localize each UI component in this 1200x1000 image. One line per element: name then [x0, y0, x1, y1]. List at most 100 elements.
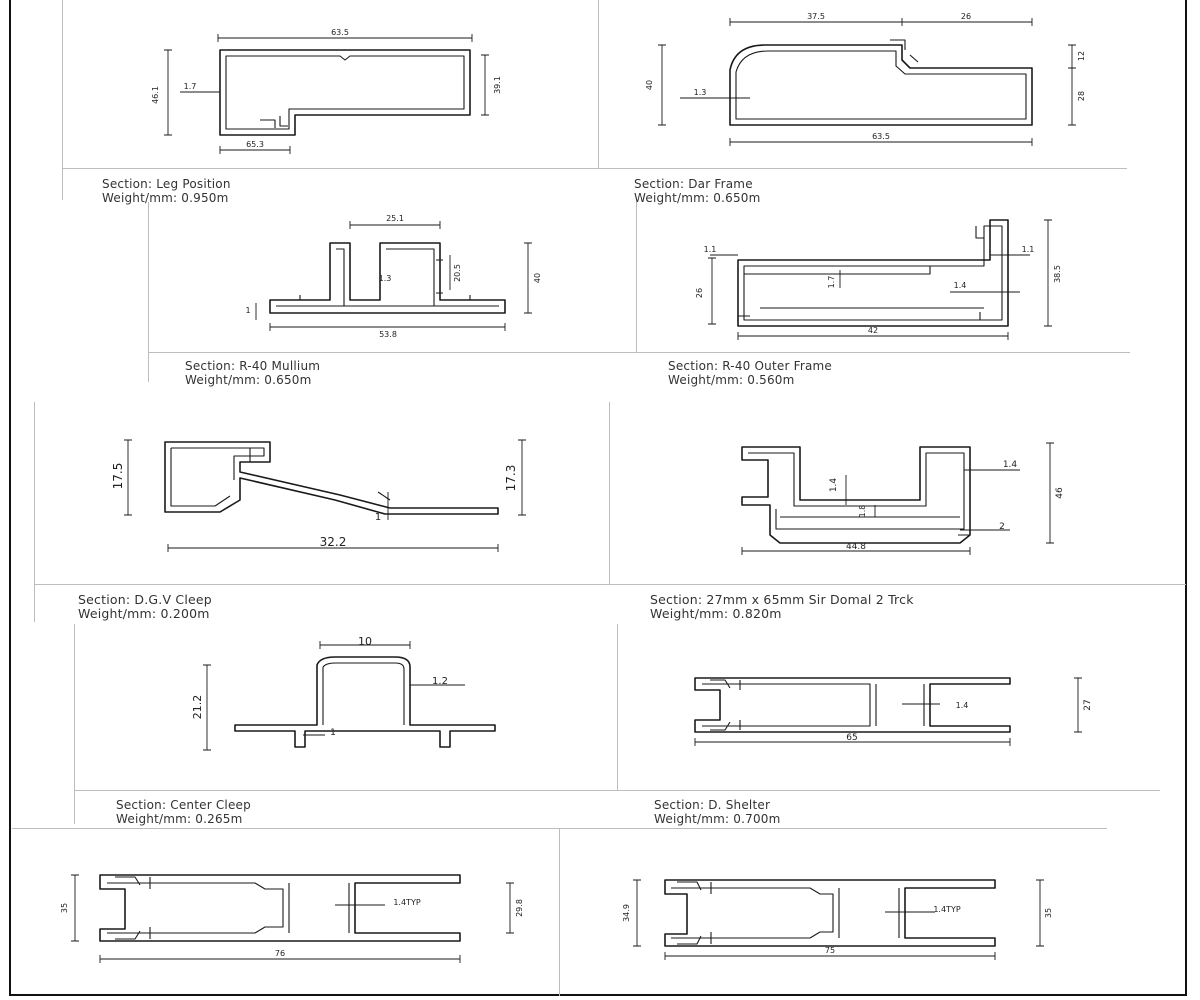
dim-bottom: 42 — [868, 326, 878, 335]
profile-drawing — [741, 446, 971, 544]
section-title: Section: Leg Position — [102, 177, 231, 191]
divider — [62, 0, 63, 200]
section-r40-outer-frame: 1.1 1.1 26 1.7 1.4 38.5 42 — [690, 208, 1090, 348]
section-title: Section: Dar Frame — [634, 177, 753, 191]
caption-center-cleep: Section: Center Cleep Weight/mm: 0.265m — [116, 798, 251, 826]
dim-wall-b: 1.4 — [829, 478, 839, 493]
profile-drawing — [219, 49, 471, 136]
dim-bottom: 44.8 — [846, 542, 866, 552]
section-narrow-profile: 34.9 1.4TYP 35 75 — [615, 860, 1065, 970]
dim-inner: 1.4 — [956, 701, 969, 710]
section-weight: Weight/mm: 0.650m — [185, 373, 312, 387]
section-dgv-cleep: 17.5 17.3 32.2 1 — [100, 420, 550, 570]
dim-wall: 1.3 — [694, 88, 707, 97]
divider — [34, 584, 1186, 585]
divider — [34, 402, 35, 622]
divider — [62, 168, 1127, 169]
dim-right-a: 12 — [1077, 51, 1086, 61]
dim-top-a: 37.5 — [807, 12, 825, 21]
dim-left: 1 — [245, 306, 250, 315]
dim-left: 35 — [60, 903, 69, 913]
caption-sir-domal: Section: 27mm x 65mm Sir Domal 2 Trck We… — [650, 593, 914, 621]
section-weight: Weight/mm: 0.560m — [668, 373, 795, 387]
section-title: Section: Center Cleep — [116, 798, 251, 812]
divider — [148, 202, 149, 382]
divider — [559, 828, 560, 996]
caption-dgv-cleep: Section: D.G.V Cleep Weight/mm: 0.200m — [78, 593, 212, 621]
dim-inner: 1.7 — [827, 276, 836, 289]
caption-d-shelter: Section: D. Shelter Weight/mm: 0.700m — [654, 798, 781, 826]
caption-r40-mullion: Section: R-40 Mullium Weight/mm: 0.650m — [185, 359, 320, 387]
dim-right: 40 — [533, 273, 542, 283]
dim-inner: 1.4TYP — [933, 905, 960, 914]
dim-top: 63.5 — [331, 28, 349, 37]
dim-wall: 1 — [375, 512, 381, 523]
section-weight: Weight/mm: 0.200m — [78, 606, 210, 621]
dim-top: 10 — [358, 635, 372, 648]
dim-top: 25.1 — [386, 214, 404, 223]
section-title: Section: R-40 Mullium — [185, 359, 321, 373]
section-title: Section: D.G.V Cleep — [78, 592, 212, 607]
profile-drawing — [99, 874, 461, 942]
dim-mid: 20.5 — [453, 264, 462, 282]
dim-left: 21.2 — [191, 695, 204, 720]
dim-bottom: 65 — [846, 733, 857, 743]
section-dar-frame: 37.5 26 40 1.3 63.5 12 28 — [640, 10, 1100, 160]
divider — [598, 0, 599, 168]
page-frame — [9, 0, 1187, 996]
section-weight: Weight/mm: 0.650m — [634, 191, 761, 205]
section-weight: Weight/mm: 0.700m — [654, 812, 781, 826]
caption-r40-outer-frame: Section: R-40 Outer Frame Weight/mm: 0.5… — [668, 359, 832, 387]
dim-right: 27 — [1083, 699, 1093, 710]
dim-bottom: 32.2 — [320, 535, 347, 549]
dim-wall: 1.7 — [184, 82, 197, 91]
caption-dar-frame: Section: Dar Frame Weight/mm: 0.650m — [634, 177, 761, 205]
profile-drawing — [737, 219, 1009, 327]
profile-drawing — [729, 39, 1033, 126]
dim-inner: 1.8 — [858, 505, 867, 518]
section-center-cleep: 10 21.2 1.2 1 — [185, 635, 515, 765]
profile-drawing — [664, 879, 996, 947]
section-r40-mullion: 25.1 1.3 20.5 40 53.8 1 — [240, 205, 560, 345]
section-title: Section: R-40 Outer Frame — [668, 359, 832, 373]
section-wide-profile: 35 1.4TYP 29.8 76 — [55, 855, 535, 975]
caption-leg-position: Section: Leg Position Weight/mm: 0.950m — [102, 177, 231, 205]
divider — [148, 352, 1130, 353]
dim-right: 29.8 — [515, 899, 524, 917]
dim-wall-a: 1.4 — [1003, 460, 1018, 470]
dim-left: 34.9 — [622, 904, 631, 922]
dim-top-left: 1.1 — [704, 245, 717, 254]
section-weight: Weight/mm: 0.265m — [116, 812, 243, 826]
divider — [617, 624, 618, 790]
section-weight: Weight/mm: 0.820m — [650, 606, 782, 621]
dim-right: 38.5 — [1053, 265, 1062, 283]
dim-left: 46.1 — [151, 86, 160, 104]
dim-top-b: 26 — [961, 12, 971, 21]
dim-left: 26 — [695, 288, 704, 298]
divider — [74, 790, 1160, 791]
dim-left: 17.5 — [111, 463, 125, 490]
section-title: Section: 27mm x 65mm Sir Domal 2 Trck — [650, 592, 914, 607]
profile-drawing — [269, 242, 506, 314]
dim-right: 39.1 — [493, 76, 502, 94]
section-d-shelter: 1.4 27 65 — [680, 660, 1100, 760]
profile-drawing — [234, 656, 496, 748]
section-leg-position: 63.5 46.1 39.1 65.3 1.7 — [140, 20, 540, 160]
dim-bottom: 76 — [275, 949, 285, 958]
section-weight: Weight/mm: 0.950m — [102, 191, 229, 205]
dim-base: 2 — [999, 522, 1005, 532]
dim-top-right: 1.1 — [1022, 245, 1035, 254]
divider — [74, 624, 75, 824]
dim-right: 17.3 — [504, 465, 518, 492]
divider — [636, 202, 637, 352]
dim-left: 40 — [645, 80, 654, 90]
dim-inner: 1.4TYP — [393, 898, 420, 907]
profile-drawing — [694, 677, 1011, 733]
dim-bottom: 75 — [825, 946, 835, 955]
dim-bottom: 65.3 — [246, 140, 264, 149]
dim-bottom: 53.8 — [379, 330, 397, 339]
dim-base: 1 — [330, 728, 336, 738]
dim-wall: 1.2 — [432, 676, 448, 687]
dim-bottom: 63.5 — [872, 132, 890, 141]
profile-drawing — [164, 441, 499, 515]
